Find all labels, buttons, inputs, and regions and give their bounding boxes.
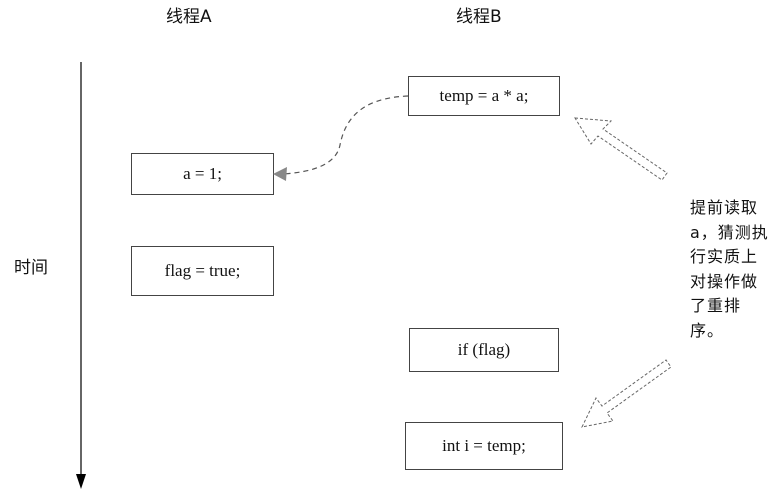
- time-axis-arrowhead: [76, 474, 86, 489]
- reorder-arrow-lower: [581, 359, 672, 428]
- thread-b-step-assign-i: int i = temp;: [405, 422, 563, 470]
- time-axis: [76, 62, 86, 489]
- thread-a-step-set-flag: flag = true;: [131, 246, 274, 296]
- thread-b-step-compute-temp: temp = a * a;: [408, 76, 560, 116]
- read-a-dashed-arrow: [273, 95, 409, 181]
- reorder-arrow-upper: [574, 117, 668, 181]
- thread-b-step-if-flag: if (flag): [409, 328, 559, 372]
- time-axis-label: 时间: [14, 258, 48, 278]
- thread-a-step-assign-a: a = 1;: [131, 153, 274, 195]
- reorder-annotation: 提前读取a，猜测执行实质上对操作做了重排序。: [690, 198, 769, 340]
- thread-a-header: 线程A: [166, 7, 212, 27]
- thread-b-header: 线程B: [456, 7, 502, 27]
